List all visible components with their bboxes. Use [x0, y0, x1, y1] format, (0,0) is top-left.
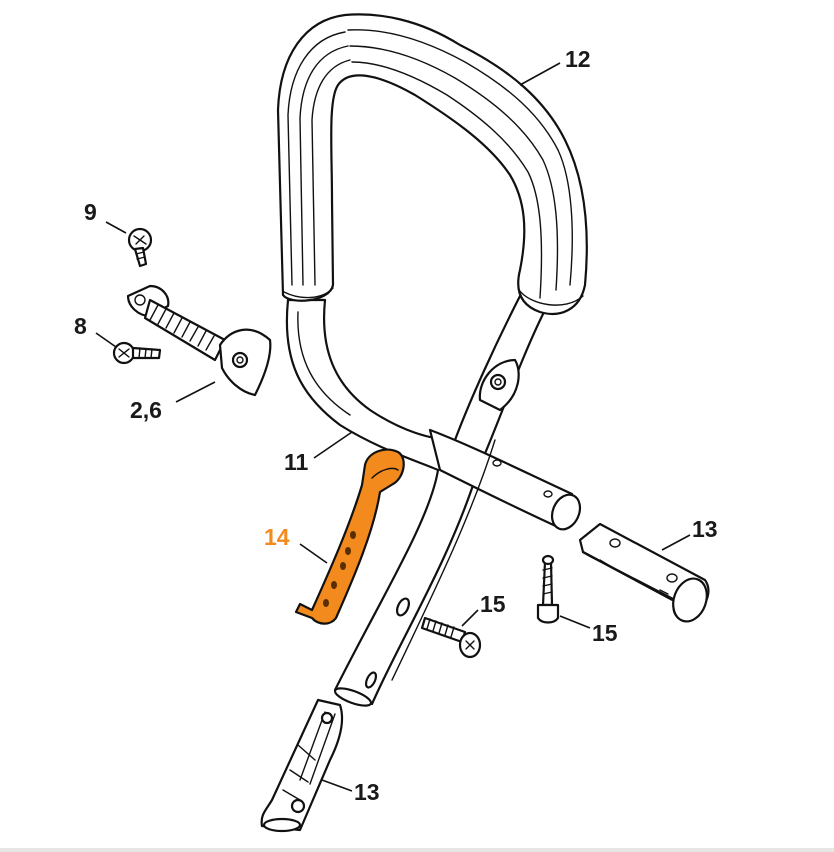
screw-part-9 — [127, 227, 153, 268]
buffer-part-13-right — [578, 522, 710, 623]
leader-lines — [95, 62, 691, 792]
screw-part-15-right — [536, 554, 560, 624]
callout-13-bottom: 13 — [354, 779, 380, 805]
callout-2-6: 2,6 — [130, 397, 162, 423]
screw-part-15-left — [420, 616, 482, 659]
bottom-divider — [0, 848, 834, 852]
callout-11: 11 — [284, 449, 309, 475]
handlebar-tube — [285, 294, 582, 707]
callout-8: 8 — [74, 313, 87, 339]
av-spring-part-2-6 — [126, 284, 272, 397]
handle-grip — [276, 13, 588, 315]
callout-13-right: 13 — [692, 516, 718, 542]
callout-15-left: 15 — [480, 591, 506, 617]
callout-15-right: 15 — [592, 620, 618, 646]
callout-14[interactable]: 14 — [264, 524, 290, 550]
buffer-part-13-bottom — [260, 698, 344, 833]
callout-12: 12 — [565, 46, 591, 72]
callout-9: 9 — [84, 199, 97, 225]
screw-part-8 — [112, 341, 162, 365]
bracket-part-14 — [294, 448, 405, 625]
